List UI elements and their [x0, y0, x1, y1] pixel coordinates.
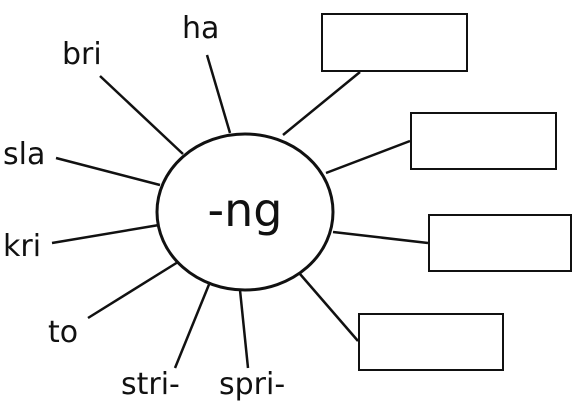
prefix-label-sla: sla [3, 137, 46, 172]
spoke-sla [55, 156, 161, 187]
prefix-label-kri: kri [3, 229, 42, 264]
prefix-label-bri: bri [62, 37, 102, 72]
center-circle [155, 132, 335, 292]
prefix-label-stri: stri- [121, 367, 180, 402]
spoke-box-4 [299, 273, 359, 342]
spoke-box-3 [332, 230, 429, 245]
spoke-stri [173, 281, 212, 369]
prefix-label-spri: spri- [219, 367, 286, 402]
spoke-to [87, 260, 179, 320]
spoke-box-1 [282, 71, 361, 136]
spoke-ha [205, 54, 232, 134]
answer-box-1[interactable] [321, 13, 468, 72]
prefix-label-ha: ha [182, 11, 220, 46]
spoke-kri [51, 223, 160, 245]
answer-box-4[interactable] [358, 313, 504, 371]
answer-box-3[interactable] [428, 214, 572, 272]
prefix-label-to: to [48, 315, 79, 350]
answer-box-2[interactable] [410, 112, 557, 170]
spoke-spri [238, 289, 250, 369]
center-suffix-label: -ng [207, 183, 283, 237]
spoke-bri [99, 75, 184, 155]
spoke-box-2 [325, 139, 411, 175]
